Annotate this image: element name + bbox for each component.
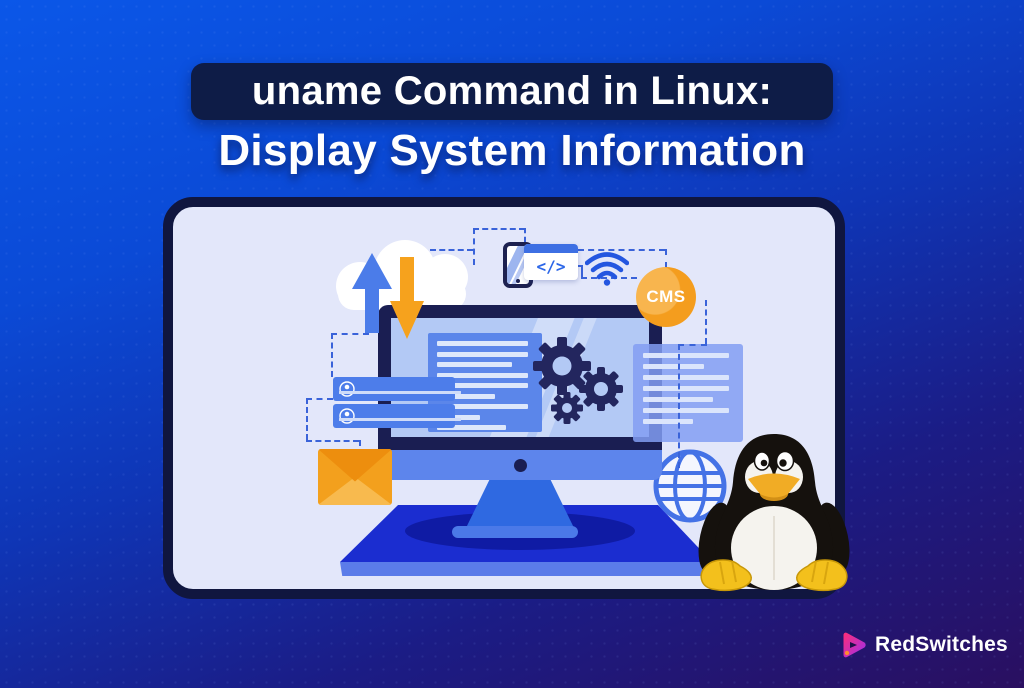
code-icon: </> xyxy=(536,257,566,276)
redswitches-logo-icon xyxy=(843,632,866,658)
contact-card xyxy=(333,377,461,401)
dashed-connector xyxy=(359,440,361,456)
dashed-connector xyxy=(473,228,475,265)
dashed-connector xyxy=(331,333,333,377)
dashed-connector xyxy=(306,440,359,442)
download-arrow-icon xyxy=(390,257,424,339)
desk-front-edge xyxy=(340,562,712,576)
gears-icon xyxy=(533,337,623,424)
dashed-connector xyxy=(575,265,583,267)
dashed-connector xyxy=(306,398,333,400)
cloud-icon xyxy=(336,240,468,310)
monitor-stand-foot xyxy=(452,526,578,538)
dashed-connector xyxy=(705,300,707,344)
tux-penguin xyxy=(698,434,850,592)
dashed-connector xyxy=(678,344,707,346)
monitor-chin xyxy=(378,450,662,480)
page-title-line2: Display System Information xyxy=(218,126,806,175)
dashed-connector xyxy=(331,333,369,335)
code-panel-titlebar xyxy=(524,244,578,253)
dashed-connector xyxy=(581,265,583,277)
dashed-connector xyxy=(665,249,667,268)
dashed-connector xyxy=(473,228,525,230)
envelope-icon xyxy=(318,449,392,505)
monitor-camera-dot xyxy=(514,459,527,472)
dashed-connector xyxy=(578,249,665,251)
wifi-icon xyxy=(585,252,629,286)
avatar-icon xyxy=(339,381,355,397)
monitor-stand xyxy=(465,478,575,530)
dashed-connector xyxy=(430,249,473,251)
globe-icon xyxy=(653,449,727,523)
illustration-card: </> CMS xyxy=(163,197,850,599)
redswitches-logo-text: RedSwitches xyxy=(875,633,1008,656)
page-title-line1: uname Command in Linux: xyxy=(251,69,773,113)
dashed-connector xyxy=(581,277,637,279)
code-snippet-panel: </> xyxy=(524,244,578,280)
redswitches-logo: RedSwitches xyxy=(843,628,1008,662)
title-pill: uname Command in Linux: xyxy=(191,63,833,120)
dashed-connector xyxy=(306,398,308,440)
upload-arrow-icon xyxy=(352,253,392,333)
phone-home-button-icon xyxy=(516,279,520,283)
dashed-connector xyxy=(678,344,680,468)
cms-badge: CMS xyxy=(636,267,696,327)
contact-card xyxy=(333,404,461,428)
avatar-icon xyxy=(339,408,355,424)
dashed-connector xyxy=(524,228,526,242)
info-panel xyxy=(633,344,743,442)
